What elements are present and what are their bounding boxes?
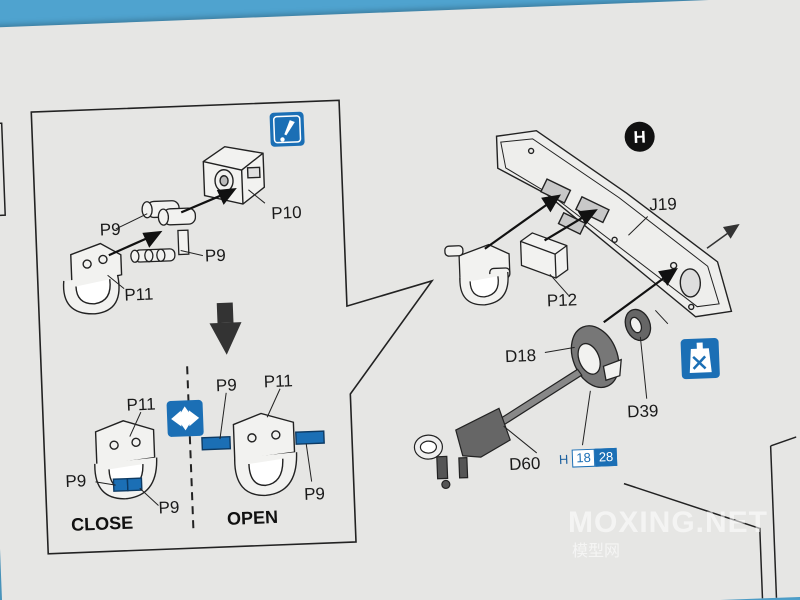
attention-icon bbox=[269, 111, 305, 147]
part-p12-drawing bbox=[519, 232, 569, 279]
previous-step-frame bbox=[0, 122, 6, 217]
label-p9-top: P9 bbox=[99, 220, 121, 240]
main-leader-lines bbox=[503, 216, 669, 454]
outward-arrow bbox=[706, 224, 740, 249]
part-d60-drawing bbox=[413, 368, 583, 490]
label-p12: P12 bbox=[547, 290, 578, 310]
part-d18-drawing bbox=[570, 325, 622, 389]
inset-leader-lines bbox=[95, 189, 313, 506]
open-caption: OPEN bbox=[227, 507, 279, 529]
no-glue-icon bbox=[680, 338, 720, 380]
open-label-p9: P9 bbox=[216, 375, 238, 395]
main-bracket-drawing bbox=[444, 243, 511, 306]
inset-frame bbox=[30, 99, 435, 555]
open-assembly-drawing bbox=[201, 412, 325, 497]
watermark-subtext: 模型网 bbox=[572, 542, 620, 560]
label-d18: D18 bbox=[505, 346, 537, 366]
main-assembly-arrows bbox=[484, 194, 678, 324]
label-p11: P11 bbox=[124, 285, 154, 305]
close-assembly-drawing bbox=[94, 420, 158, 500]
part-p9-drawing bbox=[141, 200, 197, 256]
close-label-p9-left: P9 bbox=[65, 471, 87, 491]
step-badge: H bbox=[624, 121, 655, 152]
rotate-arrows-icon bbox=[166, 399, 204, 437]
open-label-p9-right: P9 bbox=[304, 484, 326, 504]
label-p9-mid: P9 bbox=[205, 246, 227, 266]
assembly-arrows bbox=[108, 187, 237, 257]
close-caption: CLOSE bbox=[71, 512, 134, 534]
part-d39-drawing bbox=[624, 308, 652, 342]
part-p10-drawing bbox=[202, 145, 266, 205]
close-label-p9-right: P9 bbox=[158, 498, 180, 518]
label-d39: D39 bbox=[627, 401, 659, 421]
label-j19: J19 bbox=[649, 194, 677, 214]
down-arrow-icon bbox=[209, 302, 242, 355]
part-p9-lower-drawing bbox=[130, 248, 176, 263]
step-badge-label: H bbox=[633, 128, 646, 147]
label-d60: D60 bbox=[509, 454, 541, 474]
label-p10: P10 bbox=[271, 203, 302, 223]
open-label-p11: P11 bbox=[263, 371, 293, 391]
next-step-frame bbox=[623, 436, 797, 599]
watermark-text: MOXING.NET bbox=[568, 506, 768, 539]
close-label-p11: P11 bbox=[126, 395, 156, 415]
